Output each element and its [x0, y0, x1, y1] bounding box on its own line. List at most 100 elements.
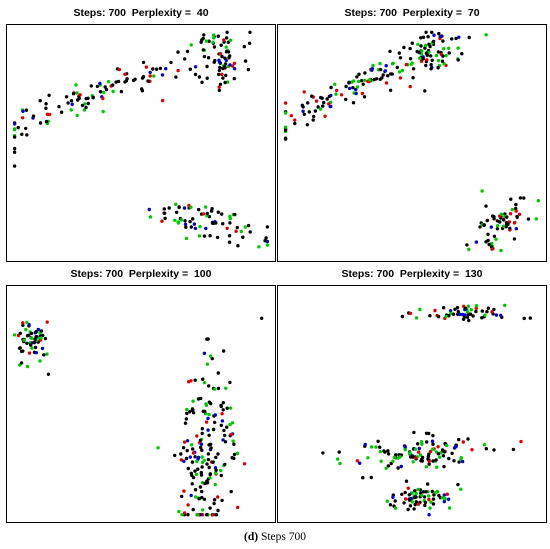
scatter-point-green	[228, 216, 233, 221]
scatter-point-black	[208, 472, 212, 476]
scatter-point-blue	[217, 60, 222, 64]
scatter-point-black	[455, 306, 460, 310]
scatter-point-black	[232, 442, 236, 446]
scatter-point-green	[24, 327, 28, 332]
scatter-point-blue	[183, 222, 188, 226]
scatter-point-black	[411, 76, 415, 80]
scatter-point-green	[391, 459, 395, 463]
scatter-point-black	[191, 217, 195, 221]
scatter-point-green	[456, 46, 460, 50]
scatter-point-black	[38, 99, 42, 103]
scatter-point-black	[506, 222, 510, 226]
scatter-point-black	[233, 212, 237, 217]
scatter-point-green	[371, 63, 375, 68]
scatter-point-black	[191, 447, 195, 451]
scatter-point-black	[424, 490, 428, 494]
scatter-point-green	[501, 224, 506, 228]
scatter-point-black	[64, 95, 69, 99]
scatter-point-black	[12, 164, 17, 168]
scatter-point-red	[408, 84, 412, 89]
scatter-point-black	[42, 353, 46, 357]
scatter-point-blue	[514, 227, 518, 231]
scatter-point-black	[216, 210, 220, 214]
scatter-point-blue	[182, 206, 187, 210]
scatter-point-black	[205, 481, 209, 485]
scatter-point-black	[207, 384, 211, 388]
scatter-point-green	[208, 354, 213, 358]
scatter-point-black	[174, 75, 178, 79]
scatter-point-blue	[489, 225, 493, 229]
scatter-point-black	[425, 482, 430, 486]
scatter-point-green	[200, 455, 204, 459]
scatter-point-black	[197, 75, 202, 79]
scatter-point-red	[414, 456, 418, 460]
scatter-point-black	[411, 455, 415, 459]
scatter-point-green	[198, 224, 202, 229]
scatter-point-black	[158, 66, 163, 71]
scatter-point-black	[223, 462, 227, 467]
scatter-point-black	[319, 95, 323, 100]
scatter-point-black	[169, 60, 173, 65]
scatter-point-green	[442, 47, 446, 51]
scatter-point-blue	[370, 68, 374, 72]
scatter-point-black	[191, 411, 196, 415]
scatter-point-green	[435, 465, 439, 469]
scatter-point-black	[205, 337, 209, 341]
scatter-point-green	[352, 79, 356, 83]
panel-1: Steps: 700 Perplexity = 40	[6, 2, 276, 264]
scatter-point-black	[228, 54, 232, 58]
scatter-point-green	[318, 107, 323, 111]
scatter-point-black	[436, 315, 441, 319]
scatter-point-black	[44, 102, 48, 106]
scatter-point-black	[89, 84, 94, 88]
scatter-point-blue	[36, 327, 40, 332]
scatter-point-green	[148, 215, 153, 219]
scatter-point-green	[243, 225, 247, 229]
scatter-point-black	[388, 88, 393, 93]
scatter-point-black	[174, 210, 179, 214]
scatter-point-green	[30, 336, 34, 340]
scatter-point-black	[230, 456, 234, 460]
scatter-point-black	[243, 59, 248, 63]
scatter-point-green	[434, 53, 439, 58]
scatter-point-green	[191, 399, 195, 403]
scatter-point-black	[25, 341, 29, 345]
panel-title: Steps: 700 Perplexity = 100	[70, 268, 212, 280]
scatter-point-black	[224, 50, 229, 54]
scatter-point-black	[201, 48, 205, 52]
scatter-point-black	[492, 215, 496, 219]
scatter-point-blue	[204, 226, 208, 231]
scatter-point-black	[263, 239, 267, 243]
scatter-point-black	[395, 65, 399, 70]
scatter-point-black	[69, 99, 74, 103]
scatter-point-black	[206, 56, 211, 60]
scatter-point-green	[12, 128, 17, 132]
scatter-point-black	[329, 85, 333, 90]
caption-text: Steps 700	[258, 531, 306, 543]
scatter-point-black	[180, 494, 184, 499]
scatter-point-green	[384, 466, 388, 470]
scatter-point-black	[202, 234, 207, 238]
scatter-point-black	[205, 64, 209, 69]
scatter-point-black	[453, 307, 457, 311]
plot-frame	[277, 24, 547, 262]
scatter-point-black	[59, 110, 64, 114]
scatter-point-black	[325, 97, 329, 101]
scatter-point-black	[321, 104, 325, 108]
scatter-point-blue	[188, 455, 192, 459]
scatter-point-blue	[384, 64, 388, 68]
scatter-point-black	[202, 33, 206, 37]
scatter-point-blue	[403, 445, 407, 449]
scatter-point-black	[526, 217, 531, 221]
scatter-point-black	[154, 67, 159, 71]
scatter-point-black	[200, 80, 204, 84]
scatter-point-green	[208, 476, 212, 480]
scatter-point-black	[427, 42, 431, 46]
scatter-point-black	[216, 371, 220, 375]
scatter-point-black	[214, 455, 218, 460]
scatter-point-black	[193, 469, 197, 473]
scatter-point-green	[379, 459, 383, 463]
scatter-point-green	[482, 443, 487, 447]
scatter-point-green	[204, 39, 209, 43]
scatter-point-black	[222, 428, 226, 433]
